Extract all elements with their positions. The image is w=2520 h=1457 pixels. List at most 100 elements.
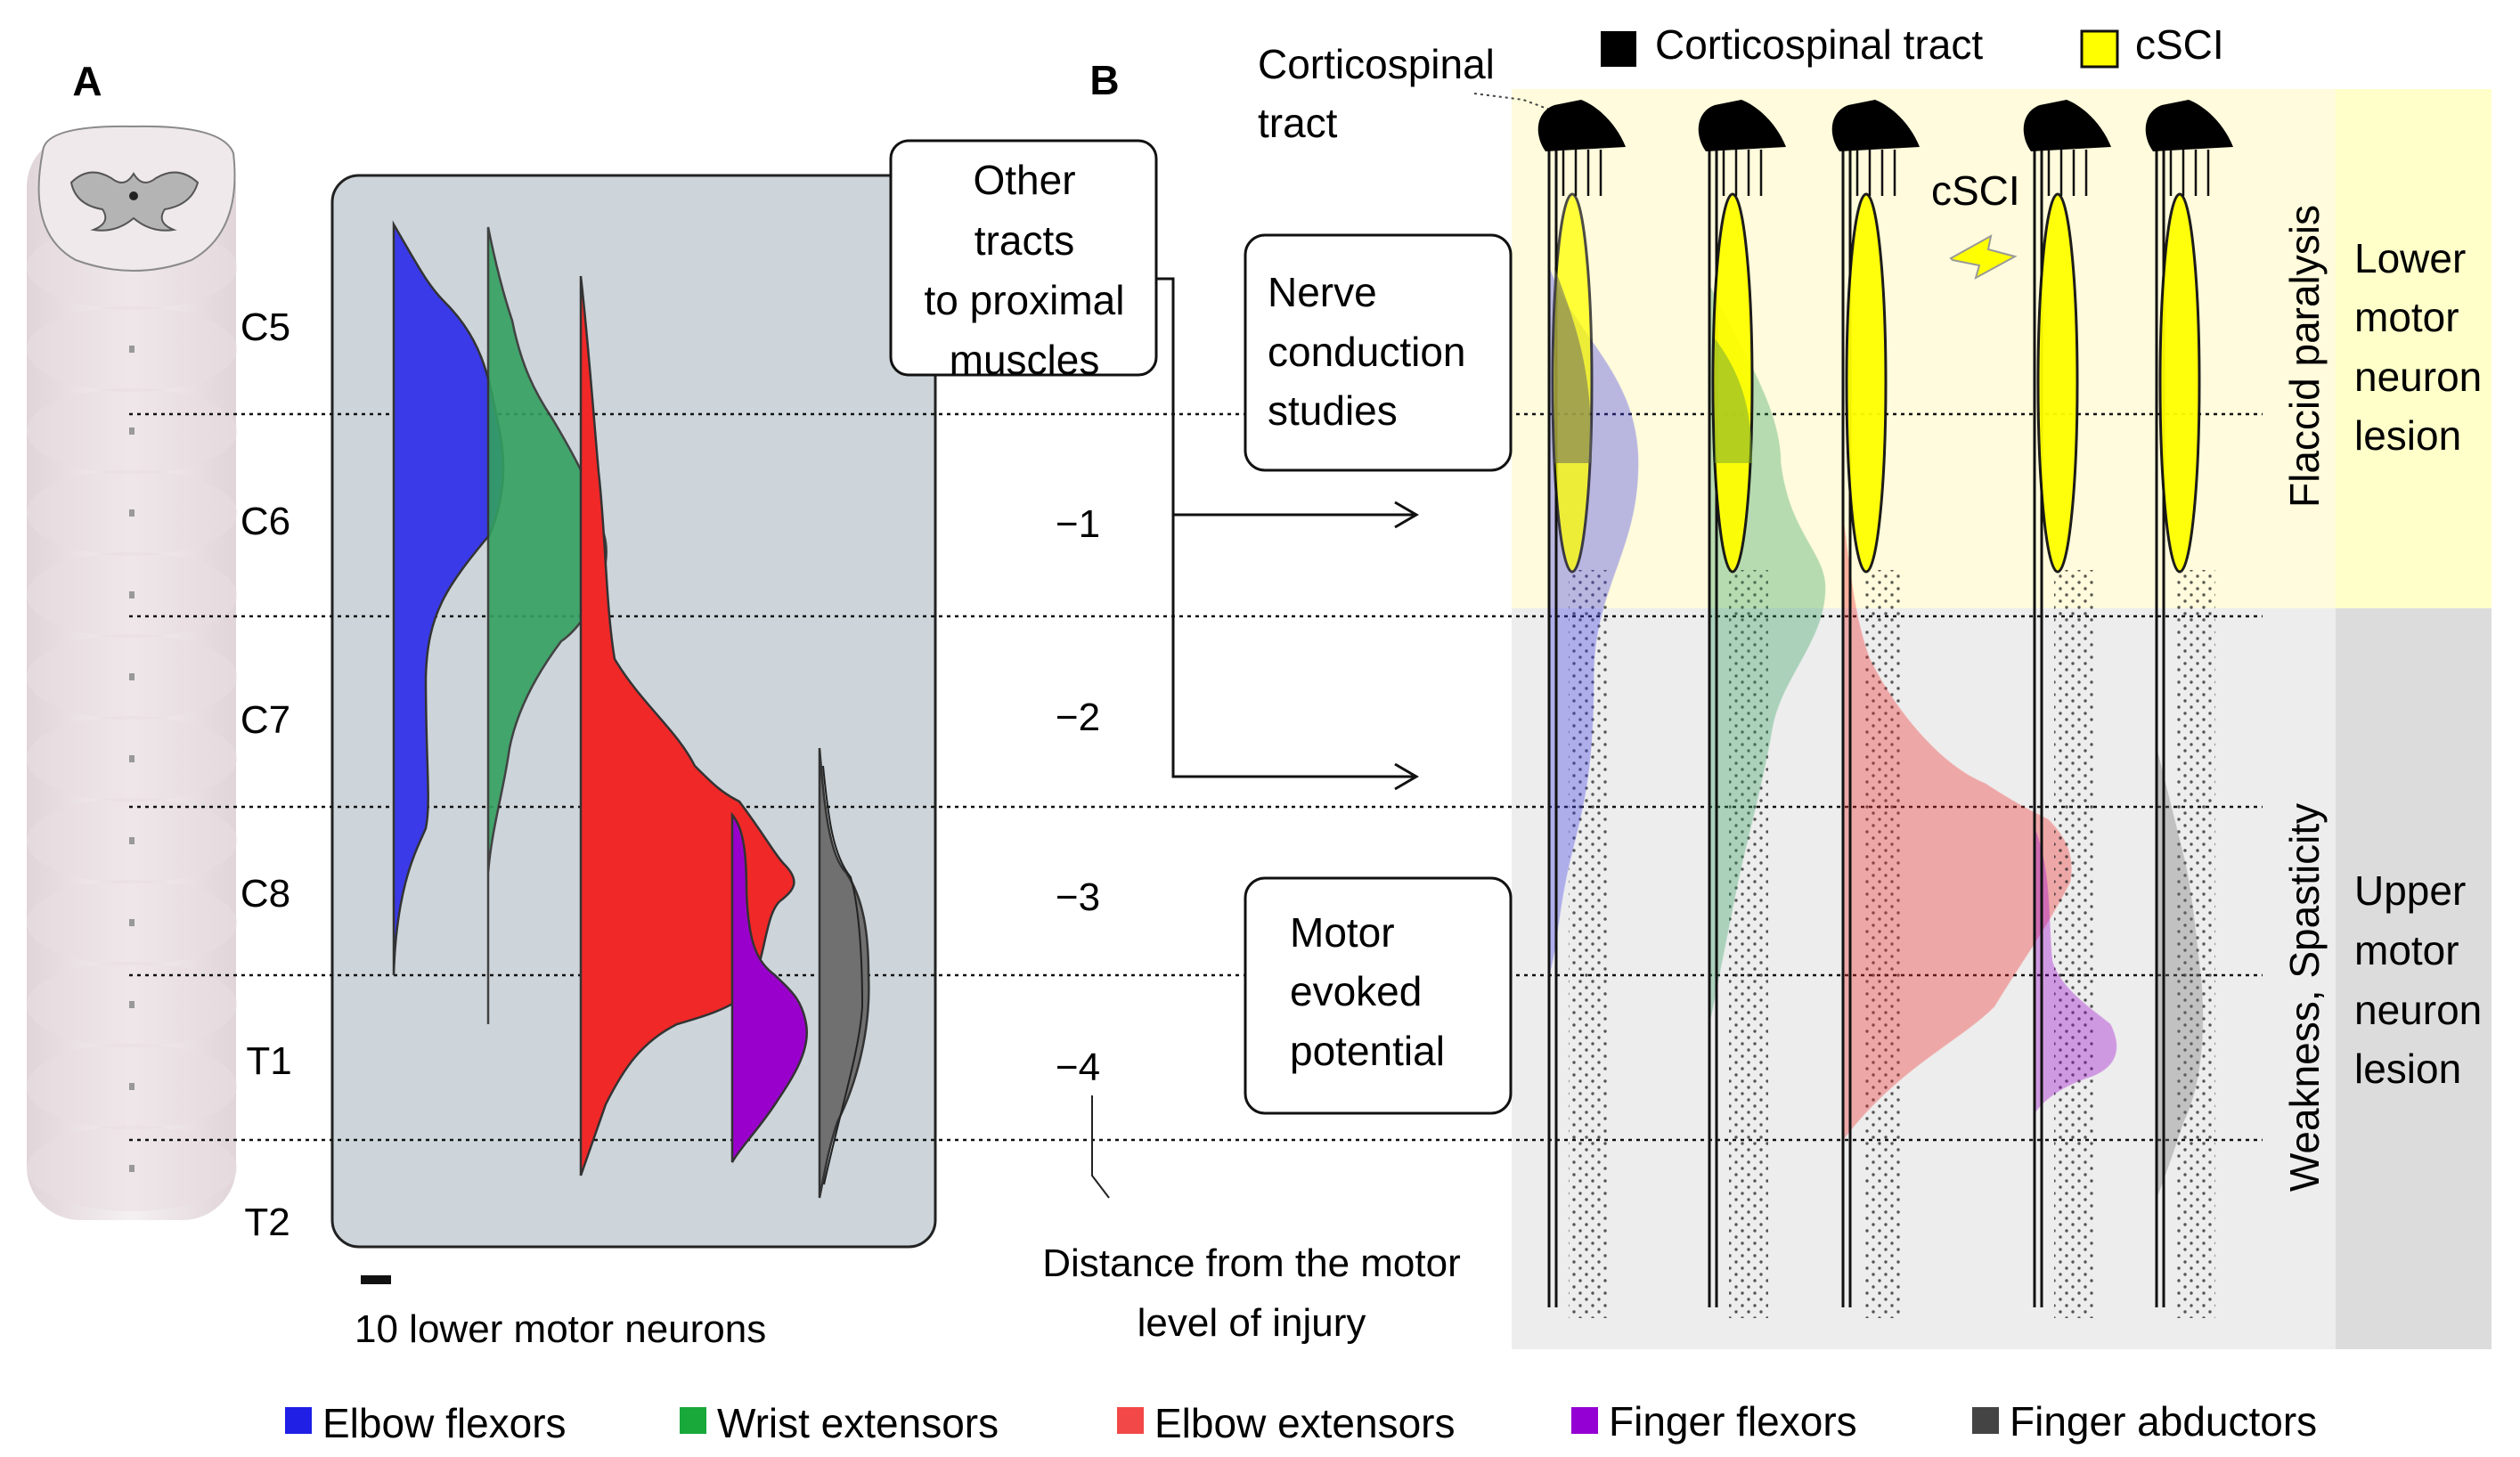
- lower-motor-zone: [2336, 89, 2491, 608]
- motor-evoked-text: evoked: [1290, 968, 1422, 1014]
- cord-canal: [129, 919, 135, 926]
- legend-swatch: [1972, 1407, 1999, 1434]
- legend-cSCI-swatch: [2080, 29, 2119, 69]
- legend-swatch: [1117, 1407, 1144, 1434]
- corticospinal-neuron-icon: [1537, 100, 1626, 151]
- upper-motor-label: lesion: [2354, 1046, 2461, 1092]
- other-tracts-text: muscles: [950, 337, 1100, 383]
- nerve-conduction-text: Nerve: [1268, 269, 1377, 315]
- nerve-conduction-text: conduction: [1268, 329, 1466, 375]
- corticospinal-neuron-icon: [2023, 100, 2111, 151]
- muscle-distribution: [2156, 747, 2204, 1199]
- motor-evoked-text: potential: [1290, 1028, 1445, 1074]
- cord-canal: [129, 1001, 135, 1008]
- corticospinal-label: Corticospinal: [1258, 41, 1495, 87]
- tract-arrows: [1156, 277, 1419, 791]
- distance-label: −2: [1056, 696, 1100, 739]
- corticospinal-neuron-icon: [1698, 100, 1786, 151]
- finger-abductors-distribution: [818, 747, 870, 1199]
- other-tracts-box: [889, 139, 1158, 377]
- corticospinal-label: tract: [1258, 100, 1338, 146]
- cord-canal: [129, 755, 135, 762]
- panel-label-a: A: [72, 58, 102, 104]
- segment-label: C5: [241, 305, 290, 349]
- tract-column: [1537, 100, 1639, 1318]
- scale-label: 10 lower motor neurons: [355, 1307, 766, 1351]
- upper-motor-label: neuron: [2354, 987, 2482, 1033]
- lower-motor-label: lesion: [2354, 412, 2461, 459]
- tract-column: [2145, 100, 2233, 1318]
- lower-motor-label: Lower: [2354, 235, 2466, 281]
- descending-fibers: [2176, 570, 2215, 1318]
- segment-label: C7: [241, 698, 290, 742]
- descending-fibers: [1863, 570, 1902, 1318]
- legend-label: Wrist extensors: [717, 1400, 999, 1446]
- panel-distributions: [392, 220, 870, 1199]
- cord-canal: [129, 591, 135, 598]
- corticospinal-neuron-icon: [2145, 100, 2233, 151]
- tract-columns: [1537, 100, 2233, 1318]
- flaccid-label: Flaccid paralysis: [2281, 205, 2328, 508]
- cord-canal: [129, 346, 135, 353]
- motor-evoked-text: Motor: [1290, 909, 1395, 956]
- cSCI-lesion: [2158, 192, 2201, 574]
- legend-label: Finger flexors: [1609, 1398, 1857, 1445]
- cord-canal: [129, 1083, 135, 1090]
- spinal-cord-illustration: [27, 125, 237, 1220]
- descending-fibers: [2054, 570, 2093, 1318]
- cSCI-lightning-icon: [1949, 234, 2018, 281]
- motor-evoked-box: [1244, 876, 1513, 1115]
- cord-canal: [129, 427, 135, 435]
- lower-motor-label: motor: [2354, 294, 2459, 340]
- legend-label: Finger abductors: [2010, 1398, 2317, 1445]
- flaccid-zone: [1512, 89, 2336, 608]
- legend-cSCI-label: cSCI: [2135, 21, 2224, 68]
- other-tracts-text: Other: [973, 157, 1075, 203]
- cord-canal: [129, 673, 135, 680]
- legend-swatch: [1571, 1407, 1598, 1434]
- upper-motor-label: motor: [2354, 927, 2459, 973]
- other-tracts-text: tracts: [975, 217, 1074, 264]
- segment-label: T2: [244, 1201, 290, 1244]
- distance-label: −1: [1056, 502, 1100, 546]
- legend-corticospinal-swatch: [1601, 31, 1636, 67]
- weakness-label: Weakness, Spasticity: [2281, 803, 2328, 1192]
- legend-label: Elbow flexors: [322, 1400, 567, 1446]
- cord-canal: [129, 837, 135, 844]
- panel-label-b: B: [1089, 57, 1119, 103]
- muscle-legend: Elbow flexors Wrist extensors Elbow exte…: [285, 1398, 2317, 1446]
- wrist-extensors-distribution: [486, 226, 608, 1024]
- nerve-conduction-box: [1244, 233, 1513, 472]
- lesion-overlap: [1554, 267, 1592, 463]
- lower-motor-label: neuron: [2354, 354, 2482, 400]
- cord-canal: [129, 509, 135, 517]
- legend-corticospinal-label: Corticospinal tract: [1655, 21, 1983, 68]
- distance-labels: −1 −2 −3 −4: [1056, 502, 1100, 1089]
- upper-motor-label: Upper: [2354, 867, 2466, 914]
- cSCI-lesion: [2036, 192, 2079, 574]
- other-tracts-text: to proximal: [925, 277, 1125, 323]
- cSCI-label: cSCI: [1931, 167, 2020, 214]
- legend-swatch: [285, 1407, 312, 1434]
- corticospinal-neuron-icon: [1831, 100, 1920, 151]
- upper-motor-zone: [2336, 608, 2491, 1349]
- legend-label: Elbow extensors: [1154, 1400, 1456, 1446]
- segment-label: C8: [241, 872, 290, 916]
- segment-label: C6: [241, 500, 290, 543]
- tract-column: [1831, 100, 2072, 1318]
- cord-canal: [129, 1165, 135, 1172]
- segment-labels: C5 C6 C7 C8 T1 T2: [241, 305, 292, 1244]
- muscle-distribution: [1842, 516, 2072, 1142]
- lesion-overlap: [1715, 338, 1752, 463]
- descending-fibers: [1569, 570, 1608, 1318]
- distance-caption: Distance from the motor: [1042, 1241, 1461, 1285]
- distance-label: −3: [1056, 875, 1100, 919]
- elbow-flexors-distribution: [392, 220, 505, 976]
- tract-column: [2023, 100, 2117, 1318]
- scale-bar: [361, 1275, 391, 1284]
- nerve-conduction-text: studies: [1268, 387, 1398, 434]
- descending-fibers: [1729, 570, 1768, 1318]
- distance-caption: level of injury: [1138, 1301, 1366, 1345]
- cord-grey-matter: [69, 171, 200, 232]
